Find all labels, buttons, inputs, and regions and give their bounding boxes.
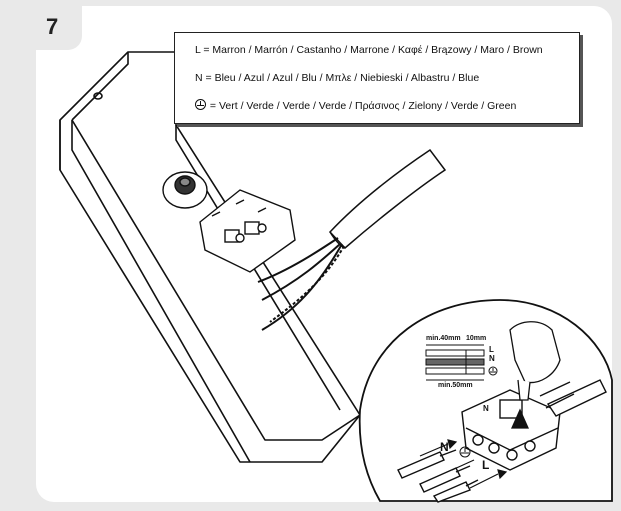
step-tab — [8, 6, 82, 50]
step-number: 7 — [46, 14, 59, 39]
legend-row-ground: = Vert / Verde / Verde / Verde / Πράσινο… — [195, 99, 579, 127]
strip-label-min50: min.50mm — [438, 382, 473, 389]
strip-label-10mm: 10mm — [466, 335, 487, 342]
adjustment-knob — [162, 171, 208, 209]
hand-pressing — [509, 321, 561, 429]
ground-icon — [195, 99, 206, 110]
legend-key-neutral: N = — [195, 72, 212, 84]
legend-key-ground: = — [209, 100, 217, 112]
ground-symbol-side — [488, 366, 498, 376]
legend-row-live: L = Marron / Marrón / Castanho / Marrone… — [195, 43, 579, 71]
strip-label-min40: min.40mm — [426, 335, 461, 342]
luminaire-housing — [59, 51, 361, 463]
internal-wires — [257, 237, 345, 331]
insertion-arrows — [419, 439, 508, 489]
legend-row-neutral: N = Bleu / Azul / Azul / Blu / Μπλε / Ni… — [195, 71, 579, 99]
ground-symbol-detail — [459, 446, 471, 458]
legend-key-live: L = — [195, 44, 210, 56]
supply-cable — [328, 148, 447, 250]
wire-label-l: L — [482, 458, 490, 472]
wire-color-legend: L = Marron / Marrón / Castanho / Marrone… — [174, 32, 580, 124]
wire-label-n: N — [440, 440, 449, 454]
legend-text-ground: Vert / Verde / Verde / Verde / Πράσινος … — [218, 100, 517, 112]
legend-text-live: Marron / Marrón / Castanho / Marrone / Κ… — [212, 44, 543, 56]
side-label-l: L — [489, 345, 494, 354]
terminal-block — [199, 189, 296, 273]
legend-text-neutral: Bleu / Azul / Azul / Blu / Μπλε / Niebie… — [214, 72, 480, 84]
insert-wires — [397, 449, 479, 503]
side-label-n: N — [489, 354, 495, 363]
terminal-label-n: N — [483, 404, 489, 413]
detail-cable — [539, 379, 607, 417]
strip-length-diagram — [425, 344, 485, 381]
detail-terminal-block — [461, 389, 561, 471]
